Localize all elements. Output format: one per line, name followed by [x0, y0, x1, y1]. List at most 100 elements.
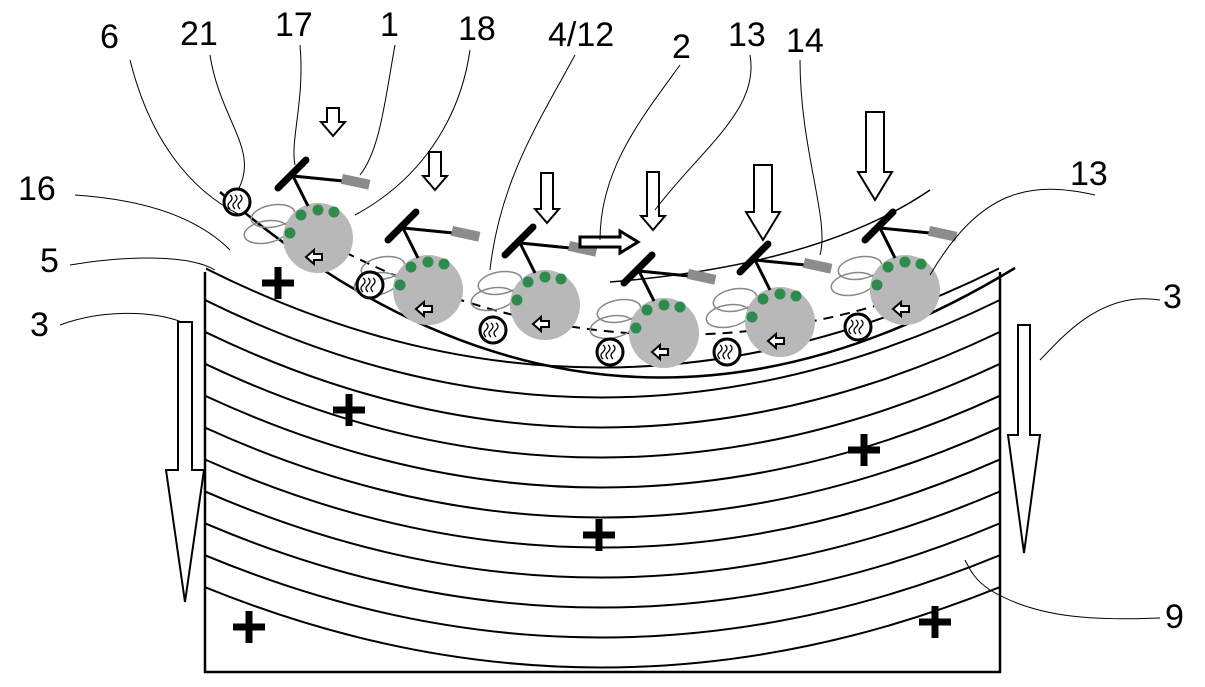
petal-lower [589, 314, 635, 340]
plus-signs [233, 267, 951, 643]
stand-line [878, 227, 897, 259]
green-dot [422, 256, 434, 268]
arm-line [754, 258, 806, 267]
left-arrow-icon [531, 314, 550, 334]
leader-line [293, 44, 302, 166]
tbar [274, 156, 310, 192]
gray-disk [870, 255, 940, 325]
layer-line [206, 363, 999, 459]
swirl-wave [493, 322, 499, 338]
tbar [384, 208, 420, 244]
stand-line [291, 175, 310, 207]
gray-disk [393, 255, 463, 325]
green-dot [674, 301, 686, 313]
arm-line [519, 241, 571, 250]
label-3-left: 3 [30, 306, 49, 344]
left-arrow-icon [650, 342, 669, 362]
swirl-wave [237, 194, 243, 210]
green-dot [658, 299, 670, 311]
gray-disk [745, 287, 815, 357]
outer-guide-line [609, 189, 931, 283]
down-arrow-icon [856, 111, 894, 202]
leader-line [359, 44, 396, 176]
cell-unit [353, 151, 481, 325]
leader-line [654, 54, 752, 211]
gray-bar [450, 226, 481, 242]
tbar [501, 223, 537, 259]
layer-line [206, 554, 999, 639]
arm-line [292, 174, 344, 183]
plus-icon [919, 606, 951, 638]
leader-line [799, 59, 823, 256]
label-18: 18 [458, 10, 496, 48]
label-3-right: 3 [1163, 278, 1182, 316]
down-arrow-icon [532, 172, 562, 225]
cell-unit [830, 111, 958, 325]
units [222, 107, 958, 368]
swirl-wave [370, 277, 376, 293]
cell-unit [589, 171, 717, 368]
left-down-arrow [164, 321, 206, 603]
transport-belt [219, 189, 1016, 379]
green-dot [328, 206, 340, 218]
swirl-circle-icon [478, 315, 508, 345]
green-dot [295, 209, 307, 221]
label-9: 9 [1165, 598, 1184, 636]
green-dot [630, 322, 642, 334]
green-dot [746, 311, 758, 323]
green-dot [405, 261, 417, 273]
swirl-wave [858, 319, 864, 335]
green-dot [312, 204, 324, 216]
label-21: 21 [180, 15, 218, 53]
cell-unit [243, 107, 371, 273]
green-dot [790, 290, 802, 302]
swirl-wave [488, 322, 494, 338]
swirl-circle-icon [843, 312, 873, 342]
swirl-ring [843, 312, 873, 342]
container-box [203, 272, 1002, 674]
gray-disk [510, 270, 580, 340]
leader-lines [59, 44, 1161, 620]
down-arrow-icon [744, 164, 782, 242]
tbar [736, 240, 772, 276]
gray-bar [340, 174, 371, 190]
green-dot [882, 261, 894, 273]
swirl-wave [848, 319, 854, 335]
swirl-wave [605, 344, 611, 360]
arm-line [879, 226, 931, 235]
label-13-top: 13 [728, 16, 766, 54]
right-arrow-icon [578, 228, 641, 256]
label-1: 1 [380, 6, 399, 44]
arm-line [638, 269, 690, 278]
stand-line [401, 227, 420, 259]
belt-curve [219, 191, 1016, 379]
leader-line [489, 54, 576, 271]
swirl-ring [478, 315, 508, 345]
green-dot [757, 293, 769, 305]
layer-line [206, 331, 999, 429]
gray-bar [686, 269, 717, 285]
swirl-wave [717, 344, 723, 360]
green-dot [522, 276, 534, 288]
tbar [861, 208, 897, 244]
green-dot [641, 304, 653, 316]
swirl-circle-icon [222, 187, 252, 217]
plus-icon [583, 519, 615, 551]
leader-line [59, 312, 183, 326]
leader-line [209, 54, 245, 191]
swirl-circle-icon [712, 337, 742, 367]
gray-bar [927, 226, 958, 242]
left-arrow-icon [766, 331, 785, 351]
petal-lower [830, 271, 876, 297]
layer-line [206, 586, 999, 669]
swirl-ring [355, 270, 385, 300]
left-arrow-icon [414, 299, 433, 319]
swirl-wave [227, 194, 233, 210]
cell-unit [470, 172, 598, 340]
stand-line [637, 270, 656, 302]
swirl-circle-icon [355, 270, 385, 300]
arm-line [402, 226, 454, 235]
layer-line [206, 426, 999, 519]
